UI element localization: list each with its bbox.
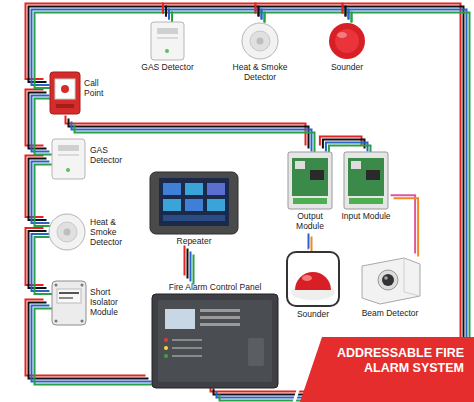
device-label-group: Sounder [318,62,376,72]
device-label-group: Heat & Smoke Detector [228,62,292,82]
heat-smoke-detector-node: Heat & Smoke Detector [48,205,153,260]
wire-strand [326,143,368,152]
wire-strand [187,249,189,279]
gas-detector-node: GAS Detector [140,18,195,96]
device-label-group: Repeater [148,236,240,246]
device-label: Call Point [84,78,118,98]
device-label-group: Input Module [340,211,392,221]
device-label: GAS Detector [90,145,135,165]
device-label: Short Isolator Module [90,287,135,317]
repeater-node: Repeater [148,168,240,250]
banner-shape [300,337,474,402]
gas-detector-icon [151,22,184,60]
heat-smoke-detector-icon [242,23,278,59]
output-module-icon [288,152,332,209]
device-label: Beam Detector [352,308,428,318]
beam-detector-icon [362,258,420,304]
device-label-group: Heat & Smoke Detector [90,217,134,247]
control-panel-icon [152,294,278,388]
wire-strand [169,10,262,20]
wire-strand [262,10,349,20]
device-label: GAS Detector [140,62,195,72]
wire-connector [309,234,312,252]
wire-connector [391,195,419,256]
device-label-group: Fire Alarm Control Panel [150,282,280,292]
wire-connector [256,4,352,23]
wire-strand [29,303,149,379]
device-label-group: Beam Detector [352,308,428,318]
isolator-module-icon [52,281,86,325]
wire-strand [311,237,313,252]
device-label: Output Module [286,211,334,231]
wire-strand [35,237,53,294]
wire-strand [391,195,416,253]
heat-smoke-detector-node: Heat & Smoke Detector [228,18,292,100]
banner-stripe [294,337,316,402]
heat-smoke-detector-icon [49,214,85,250]
wire-connector [163,4,265,23]
device-label-group: Output Module [286,211,334,231]
wire-strand [184,246,186,276]
gas-detector-node: GAS Detector [48,135,143,185]
wire-strand [35,165,53,227]
short-isolator-module-node: Short Isolator Module [48,275,148,333]
call-point-node: Call Point [48,68,136,120]
sounder-node: Sounder [284,250,342,330]
wire-strand [75,125,315,155]
input-module-node: Input Module [340,150,392,235]
device-label: Heat & Smoke Detector [228,62,292,82]
wire-connector [185,246,194,285]
sounder-icon [329,23,365,59]
device-label: Input Module [340,211,392,221]
device-label-group: Short Isolator Module [90,287,135,317]
wire-connector [26,156,53,227]
device-label-group: GAS Detector [90,145,135,165]
device-label: Heat & Smoke Detector [90,217,134,247]
output-module-node: Output Module [286,150,334,235]
repeater-icon [150,172,238,234]
wire-connector [26,90,53,155]
wire-strand [308,234,310,249]
wire-strand [265,13,352,23]
sounder-icon [287,252,339,306]
call-point-icon [50,72,80,114]
device-label: Sounder [284,309,342,319]
wire-strand [190,252,192,282]
device-label: Repeater [148,236,240,246]
device-label-group: GAS Detector [140,62,195,72]
wire-strand [394,198,419,256]
gas-detector-icon [52,139,85,179]
device-label-group: Sounder [284,309,342,319]
wire-strand [193,255,195,285]
device-label: Sounder [318,62,376,72]
wire-connector [26,228,53,294]
input-module-icon [344,152,388,209]
beam-detector-node: Beam Detector [352,255,428,330]
control-panel-node: Fire Alarm Control Panel [150,280,280,390]
wire-connector [26,4,173,89]
wire-strand [172,13,265,23]
diagram-title: ADDRESSABLE FIRE ALARM SYSTEM [324,346,464,376]
device-label: Fire Alarm Control Panel [150,282,280,292]
device-label-group: Call Point [84,78,118,98]
sounder-node: Sounder [318,18,376,88]
